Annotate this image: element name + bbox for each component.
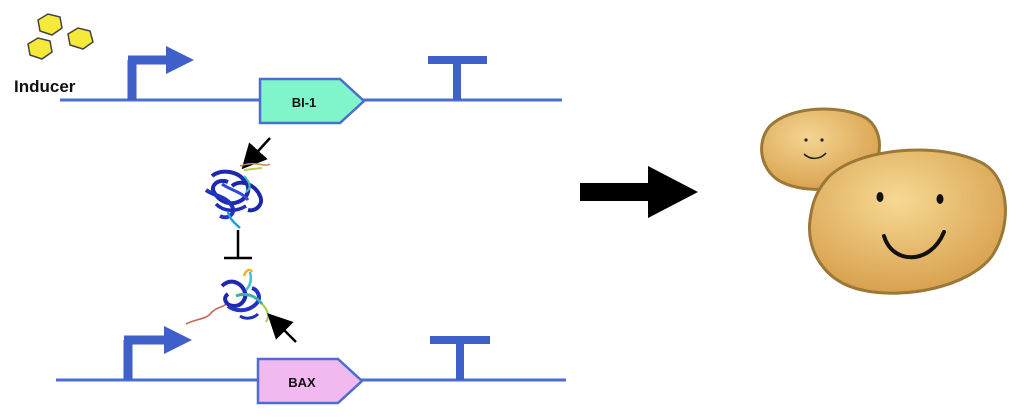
inducer-molecules-icon [27,13,94,60]
gene-bi1-box [258,77,366,125]
bax-construct: BAX [56,326,566,405]
inhibition-bar-icon [224,230,252,260]
gene-bax-box [256,357,364,405]
gene-bi1-label: BI-1 [292,95,317,110]
gene-bax-label: BAX [288,375,316,390]
result-arrow-icon [580,166,698,218]
bax-protein-structure-icon [185,268,270,325]
gene-bi1: BI-1 [258,77,366,125]
terminator-top-icon [428,56,487,100]
gene-bax: BAX [256,357,364,405]
bi1-construct: BI-1 [60,46,562,125]
translation-arrow-bi1 [241,137,271,170]
inducer-label: Inducer [14,77,76,96]
promoter-arrow-top-icon [127,46,194,100]
large-happy-cell-icon [807,148,1007,295]
bi1-protein-structure-icon [204,162,271,229]
terminator-bottom-icon [430,336,490,380]
translation-arrow-bax [267,313,297,343]
promoter-arrow-bottom-icon [123,326,192,380]
